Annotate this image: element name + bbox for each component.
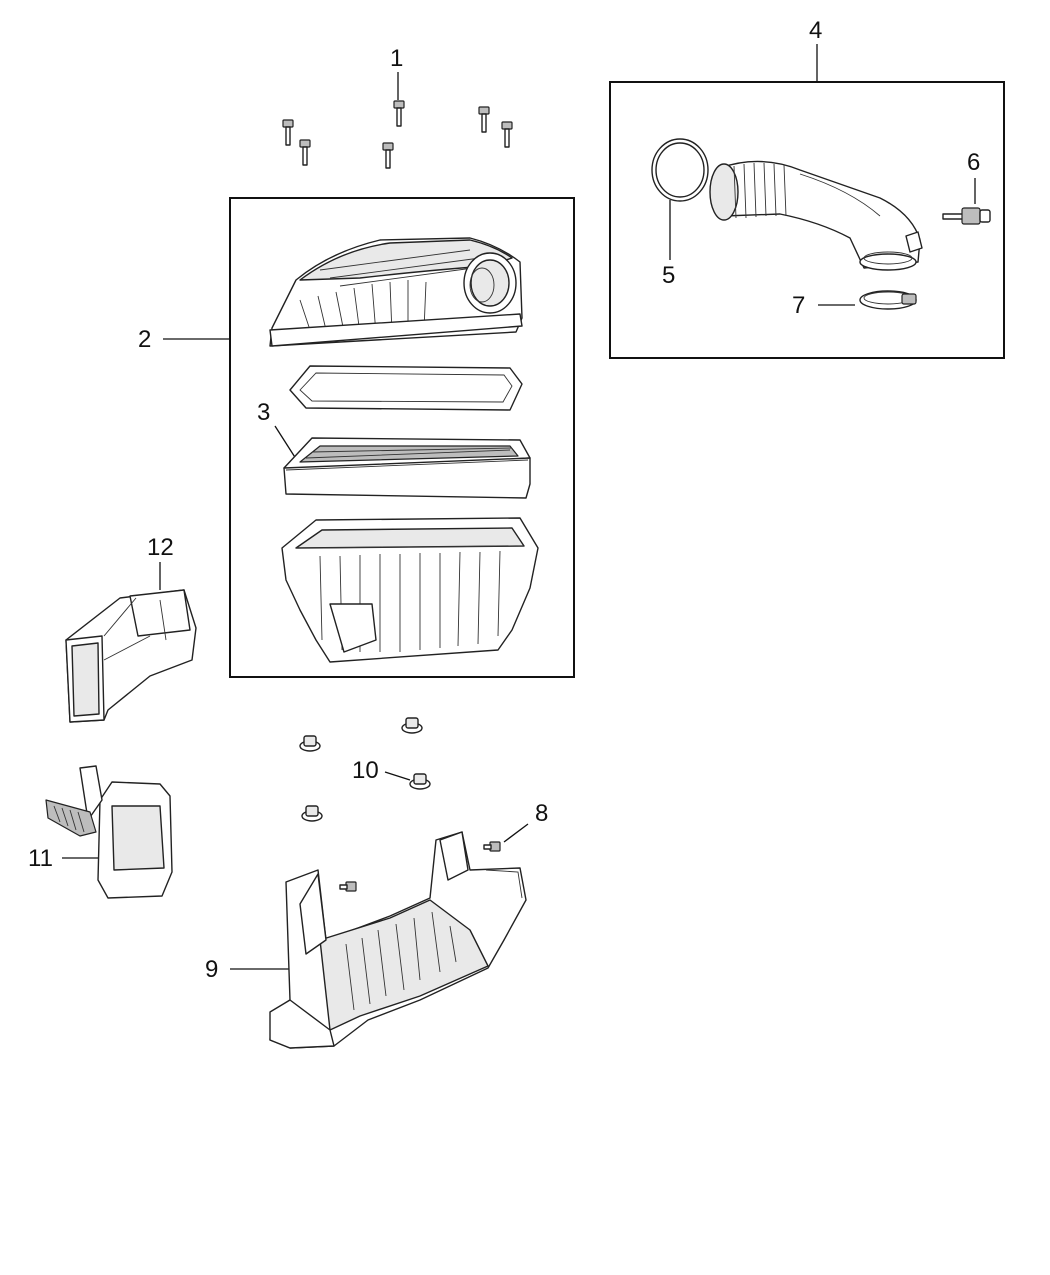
callout-label-9: 9 — [205, 956, 218, 983]
callout-label-12: 12 — [147, 534, 174, 561]
bolt — [483, 841, 501, 852]
callout-6: 6 — [967, 149, 980, 204]
grommet-nut — [301, 805, 323, 822]
callout-label-4: 4 — [809, 17, 822, 44]
callout-3: 3 — [257, 399, 299, 463]
grommet-nut — [401, 717, 423, 734]
callout-label-11: 11 — [28, 845, 53, 872]
screw — [282, 119, 294, 146]
air-temp-sensor — [942, 207, 991, 225]
air-cleaner-housing — [281, 517, 539, 663]
callout-10: 10 — [352, 757, 411, 784]
callout-1: 1 — [390, 45, 403, 100]
callout-4: 4 — [809, 17, 822, 82]
callout-11: 11 — [28, 845, 100, 872]
air-cleaner-tray — [269, 831, 527, 1049]
callout-9: 9 — [205, 956, 290, 983]
callout-label-7: 7 — [792, 292, 805, 319]
callout-label-6: 6 — [967, 149, 980, 176]
callout-5: 5 — [662, 200, 675, 289]
callout-2: 2 — [138, 326, 230, 353]
hose-clamp — [859, 290, 917, 310]
callout-label-8: 8 — [535, 800, 548, 827]
air-cleaner-cover — [269, 237, 523, 347]
callout-label-5: 5 — [662, 262, 675, 289]
callout-12: 12 — [147, 534, 174, 590]
grommet-nut — [299, 735, 321, 752]
resonator-duct — [45, 765, 173, 899]
callout-8: 8 — [503, 800, 548, 843]
screw — [382, 142, 394, 169]
callout-label-1: 1 — [390, 45, 403, 72]
assembly-frame — [229, 197, 575, 678]
bolt — [339, 881, 357, 892]
screw — [501, 121, 513, 148]
screw-group — [282, 100, 513, 169]
inlet-duct — [65, 589, 197, 723]
callout-label-2: 2 — [138, 326, 151, 353]
screw — [393, 100, 405, 127]
callout-label-10: 10 — [352, 757, 379, 784]
duct-clamp-ring — [651, 138, 709, 202]
callout-label-3: 3 — [257, 399, 270, 426]
air-filter-element — [283, 437, 531, 499]
screw — [299, 139, 311, 166]
callout-7: 7 — [792, 292, 855, 319]
duct-frame — [609, 81, 1005, 359]
screw — [478, 106, 490, 133]
filter-seal — [289, 365, 523, 411]
grommet-nut — [409, 773, 431, 790]
air-intake-duct — [709, 160, 923, 271]
nut-group — [299, 717, 431, 822]
